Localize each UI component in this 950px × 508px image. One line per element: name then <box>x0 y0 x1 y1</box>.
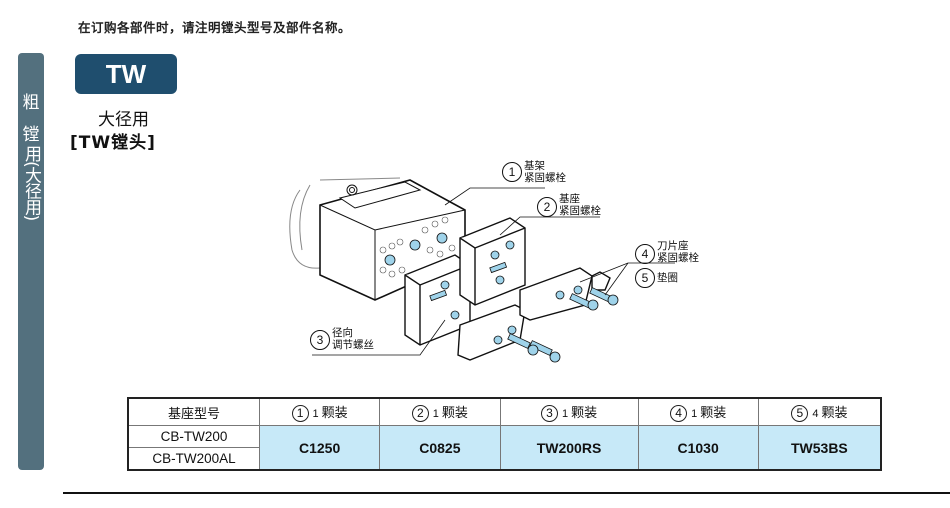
callout-2-line2: 紧固螺栓 <box>559 205 601 217</box>
header-col-2-num: 2 <box>411 405 429 423</box>
exploded-view-diagram: 1 基架 紧固螺栓 2 基座 紧固螺栓 3 径向 调节螺丝 4 刀片座 紧固螺栓… <box>280 150 740 385</box>
callout-1-line2: 紧固螺栓 <box>524 172 566 184</box>
bottom-divider <box>63 492 950 494</box>
callout-5-number: 5 <box>635 268 655 288</box>
part-value-2: C0825 <box>379 425 501 471</box>
header-model: 基座型号 <box>127 397 260 426</box>
table-row: CB-TW200 C1250 C0825 TW200RS C1030 TW53B… <box>127 425 882 471</box>
product-name: [TW镗头] <box>70 133 156 153</box>
callout-4-line2: 紧固螺栓 <box>657 252 699 264</box>
insert-bolts <box>493 285 619 363</box>
callout-2-label: 基座 紧固螺栓 <box>559 193 601 217</box>
header-col-1-unit: 颗装 <box>321 404 348 420</box>
header-col-3-num: 3 <box>540 405 558 423</box>
header-col-5-num: 5 <box>791 405 809 423</box>
callout-4-line1: 刀片座 <box>657 240 689 252</box>
sidebar-char-2: 镗 <box>22 125 40 145</box>
callout-4-number: 4 <box>635 244 655 264</box>
header-col-4-qty: 1 <box>691 407 698 420</box>
model-cell-1: CB-TW200 <box>127 425 260 448</box>
shank-outline <box>289 189 321 269</box>
header-col-5-unit: 颗装 <box>821 404 848 420</box>
boring-head-illustration <box>289 177 675 363</box>
callout-3-line2: 调节螺丝 <box>332 339 374 351</box>
callout-5-label: 垫圈 <box>657 272 678 284</box>
sidebar-char-3: 用(大径用) <box>21 145 41 221</box>
header-col-2-unit: 颗装 <box>441 404 468 420</box>
header-col-3-qty: 1 <box>561 407 569 420</box>
part-value-5: TW53BS <box>757 425 882 471</box>
sidebar-char-1: 粗 <box>22 93 40 113</box>
header-col-3-unit: 颗装 <box>571 404 598 420</box>
product-badge: TW <box>75 54 177 94</box>
header-col-1-qty: 1 <box>312 407 319 420</box>
part-value-4: C1030 <box>637 425 759 471</box>
category-sidebar-tab: 粗 镗 用(大径用) <box>18 53 44 470</box>
callout-3-line1: 径向 <box>332 327 353 339</box>
header-col-4-num: 4 <box>670 405 688 423</box>
table-row: CB-TW200AL <box>127 447 881 471</box>
leader-lines <box>312 187 675 356</box>
part-value-3: TW200RS <box>499 425 639 471</box>
header-col-4-unit: 颗装 <box>700 404 727 420</box>
order-notice: 在订购各部件时，请注明镗头型号及部件名称。 <box>78 20 352 35</box>
product-subtitle: 大径用 <box>98 110 149 130</box>
callout-2-line1: 基座 <box>559 193 580 205</box>
header-col-2-qty: 1 <box>432 407 439 420</box>
callout-2-number: 2 <box>537 197 557 217</box>
callout-1-line1: 基架 <box>524 160 545 172</box>
header-col-1-num: 1 <box>291 405 309 423</box>
callout-1-label: 基架 紧固螺栓 <box>524 160 566 184</box>
part-value-1: C1250 <box>258 425 381 471</box>
body-bolts <box>384 232 448 266</box>
callout-3-label: 径向 调节螺丝 <box>332 327 374 351</box>
header-col-5-qty: 4 <box>812 407 819 420</box>
callout-1-number: 1 <box>502 162 522 182</box>
model-cell-2: CB-TW200AL <box>127 447 260 471</box>
callout-3-number: 3 <box>310 330 330 350</box>
callout-4-label: 刀片座 紧固螺栓 <box>657 240 699 264</box>
